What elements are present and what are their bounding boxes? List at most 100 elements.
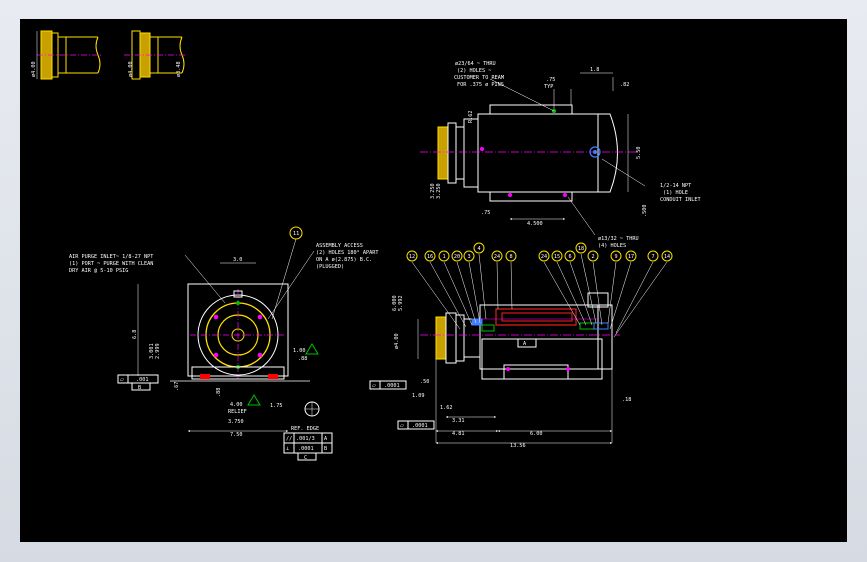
balloon-leader [615, 261, 654, 334]
dim-typ: TYP [544, 84, 553, 90]
dim-1-09: 1.09 [412, 393, 425, 399]
balloon-circle [661, 250, 673, 262]
fcf1-sym: // [286, 436, 292, 442]
fcf2-val: .0001 [298, 446, 314, 452]
dim-88: .88 [216, 388, 222, 397]
dim-1-8: 1.8 [590, 67, 599, 73]
dim-4-00: ø4.00 [394, 333, 400, 349]
fcf-b-sym: ⏥ [400, 423, 404, 429]
balloon-label: 24 [494, 254, 500, 260]
top-left-views: ø4.00 ø4.00 ø3.48 [31, 30, 186, 80]
thru-note-2: (4) HOLES [598, 243, 626, 249]
dim-75-typ: .75 [546, 77, 555, 83]
note-holes: (2) HOLES ~ [457, 68, 491, 74]
note-ream: CUSTOMER TO REAM [454, 75, 504, 81]
dim-67: .67 [174, 382, 180, 391]
dim-500: .500 [642, 205, 648, 218]
balloon-label: 14 [664, 254, 670, 260]
balloon-circle [647, 250, 659, 262]
fcf2-dat: B [324, 446, 327, 452]
cad-drawing: ø4.00 ø4.00 ø3.48 ø23/64 ~ THRU (2) HOLE… [31, 30, 701, 461]
dim-1-00: 1.00 [293, 348, 306, 354]
dim-7-50: 7.50 [230, 432, 243, 438]
balloon-circle [463, 250, 475, 262]
dim-6000: 6.000 [392, 295, 398, 311]
balloon-label: 24 [541, 254, 547, 260]
balloon-label: 7 [651, 254, 654, 260]
dim-dia-4-00-a: ø4.00 [31, 61, 37, 77]
dim-6-00: 6.00 [530, 431, 543, 437]
balloon-leader [468, 261, 481, 324]
balloon-label: 16 [427, 254, 433, 260]
flat-val: .001 [136, 377, 149, 383]
left-end-view: AIR PURGE INLET~ 1/8-27 NPT (1) PORT ~ P… [69, 226, 378, 461]
balloon-label: 17 [628, 254, 634, 260]
fcf-a-sym: ⏥ [372, 383, 376, 389]
dim-3-31: 3.31 [452, 418, 465, 424]
balloon-label: 9 [614, 254, 617, 260]
balloon-leader [592, 261, 603, 326]
balloon-circle [625, 250, 637, 262]
ref-edge: REF. EDGE [291, 426, 319, 432]
npt-note-2: (1) HOLE [663, 190, 688, 196]
dim-3-0: 3.0 [233, 257, 242, 263]
balloon-11: 11 [293, 231, 299, 237]
dim-1-62: 1.62 [440, 405, 453, 411]
balloon-circle [587, 250, 599, 262]
datum-b: B [138, 385, 141, 391]
balloon-leader [613, 261, 668, 338]
note-thru: ø23/64 ~ THRU [455, 61, 496, 67]
balloon-circle [438, 250, 450, 262]
dim-r62: R.62 [468, 111, 474, 124]
balloon-circle [610, 250, 622, 262]
balloon-label: 15 [554, 254, 560, 260]
thru-note-1: ø13/32 ~ THRU [598, 236, 639, 242]
balloon-leader [411, 261, 461, 330]
drawing-canvas[interactable]: ø4.00 ø4.00 ø3.48 ø23/64 ~ THRU (2) HOLE… [20, 19, 847, 542]
fcf2-sym: ⊥ [286, 446, 289, 452]
dim-3-250b: 3.250 [436, 183, 442, 199]
air-note-3: DRY AIR @ 5-10 PSIG [69, 268, 128, 274]
dim-3-750: 3.750 [228, 419, 244, 425]
datum-c: C [304, 455, 307, 461]
dim-88b: .88 [298, 356, 307, 362]
balloon-circle [406, 250, 418, 262]
balloon-circle [538, 250, 550, 262]
balloon-circle [491, 250, 503, 262]
balloon-leader [443, 261, 473, 326]
dim-4-81: 4.81 [452, 431, 465, 437]
dim-75: .75 [481, 210, 490, 216]
balloon-leader [478, 253, 487, 320]
dim-5-50: 5.50 [636, 147, 642, 160]
air-note-1: AIR PURGE INLET~ 1/8-27 NPT [69, 254, 153, 260]
fcf1-val: .001/3 [296, 436, 315, 442]
dim-82: .82 [620, 82, 629, 88]
air-note-2: (1) PORT ~ PURGE WITH CLEAN [69, 261, 153, 267]
npt-note-3: CONDUIT INLET [660, 197, 701, 203]
balloon-circle [424, 250, 436, 262]
balloon-leader [510, 261, 513, 310]
balloon-circle [451, 250, 463, 262]
balloon-leader [429, 261, 467, 328]
datum-a: A [523, 341, 527, 347]
dim-dia-4-00-b: ø4.00 [128, 61, 134, 77]
balloon-circle [575, 242, 587, 254]
npt-note-1: 1/2-14 NPT [660, 183, 691, 189]
balloon-label: 8 [509, 254, 512, 260]
dim-2-999: 2.999 [155, 343, 161, 359]
access-note-2: (2) HOLES 180° APART [316, 250, 378, 256]
fcf1-dat: A [324, 436, 328, 442]
top-view: ø23/64 ~ THRU (2) HOLES ~ CUSTOMER TO RE… [420, 61, 701, 249]
access-note-1: ASSEMBLY ACCESS [316, 243, 363, 249]
balloon-label: 2 [591, 254, 594, 260]
dim-13-56: 13.56 [510, 443, 526, 449]
balloon-leader [496, 261, 499, 310]
balloon-label: 1 [442, 254, 445, 260]
fcf-b-val: .0001 [412, 423, 428, 429]
relief-label: RELIEF [228, 409, 247, 415]
balloon-circle [564, 250, 576, 262]
balloon-leader [580, 253, 597, 324]
access-note-3: ON A ø(2.875) B.C. [316, 257, 372, 263]
